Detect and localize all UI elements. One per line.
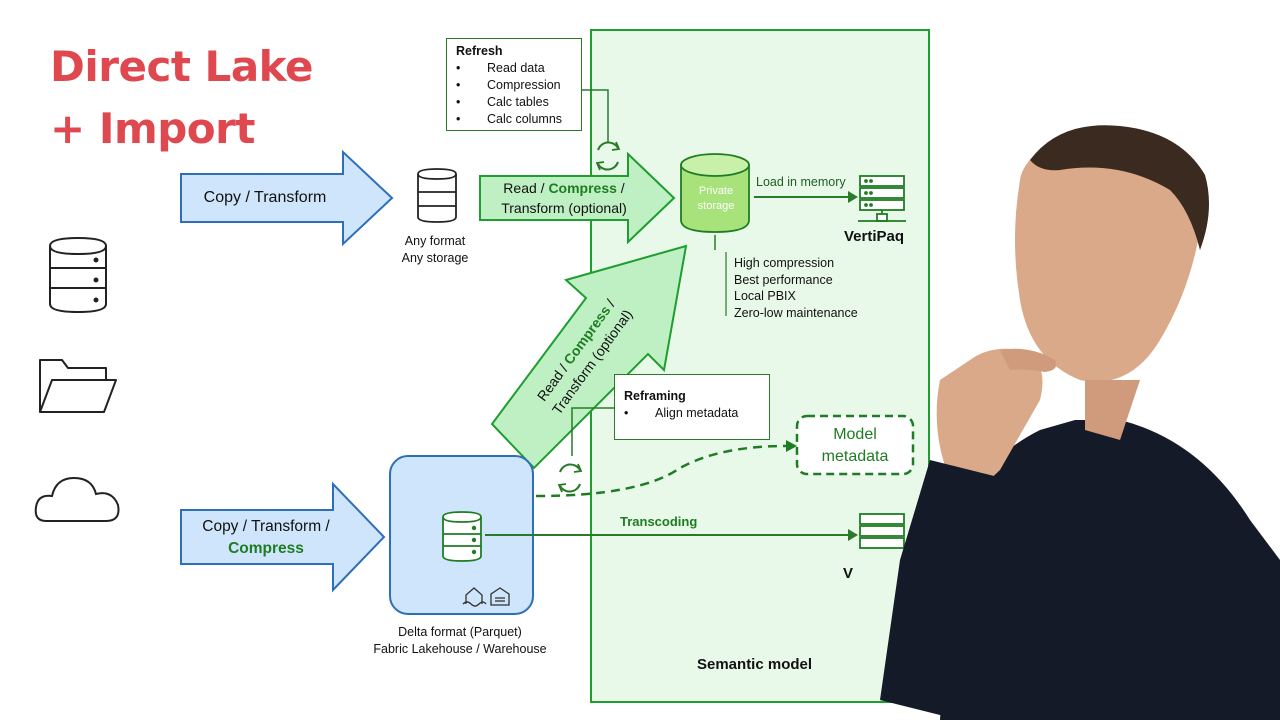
vertipaq-bottom-label: V	[843, 565, 854, 582]
semantic-model-container	[590, 29, 930, 703]
read-word: Read /	[503, 180, 549, 196]
refresh-list: Read data Compression Calc tables Calc c…	[456, 60, 576, 128]
storage-stack-icon	[417, 168, 457, 223]
title-line-2: + Import	[50, 104, 255, 153]
model-metadata-box	[795, 414, 915, 476]
model-metadata-label: Model metadata	[797, 424, 913, 468]
database-icon	[49, 236, 107, 314]
reframing-title: Reframing	[624, 389, 686, 403]
title-line-1: Direct Lake	[50, 42, 313, 91]
vertipaq-label: VertiPaq	[844, 228, 905, 245]
semantic-model-label: Semantic model	[697, 656, 813, 673]
transform-optional-top: Transform (optional)	[501, 200, 627, 216]
benefits-list: High compression Best performance Local …	[734, 255, 858, 321]
copy-transform-label: Copy / Transform	[203, 189, 327, 206]
delta-format-text: Delta format (Parquet)	[398, 625, 522, 639]
vertipaq-server-icon-bottom	[859, 513, 905, 549]
warehouse-icon	[490, 587, 510, 606]
copy-transform-compress-line1: Copy / Transform /	[202, 518, 330, 535]
private-storage-cylinder	[680, 153, 750, 233]
transcoding-label: Transcoding	[620, 514, 698, 529]
folder-icon	[39, 359, 117, 413]
read-compress-top-arrow	[479, 151, 676, 245]
reframing-list: Align metadata	[624, 405, 764, 422]
refresh-item: Read data	[456, 60, 576, 77]
refresh-title: Refresh	[456, 44, 503, 58]
fabric-lakehouse-text: Fabric Lakehouse / Warehouse	[373, 642, 547, 656]
benefit-item: Best performance	[734, 272, 833, 287]
private-text: Private	[698, 185, 734, 197]
refresh-item: Compression	[456, 77, 576, 94]
storage-text: storage	[697, 200, 735, 212]
delta-caption: Delta format (Parquet) Fabric Lakehouse …	[360, 624, 560, 658]
copy-transform-arrow	[180, 149, 394, 247]
lakehouse-icon	[462, 587, 487, 607]
refresh-item: Calc tables	[456, 94, 576, 111]
read-compress-top-label: Read / Compress / Transform (optional)	[484, 178, 644, 218]
model-text: Model	[833, 426, 877, 443]
reframing-box: Reframing Align metadata	[614, 374, 770, 440]
slash-top: /	[616, 180, 625, 196]
delta-database-icon	[442, 511, 482, 562]
reframing-cycle-icon	[557, 463, 583, 493]
read-compress-diagonal-arrow	[490, 244, 688, 470]
private-storage-label: Private storage	[682, 184, 750, 214]
refresh-box: Refresh Read data Compression Calc table…	[446, 38, 582, 131]
benefit-item: Local PBIX	[734, 289, 796, 303]
any-format-text: Any format	[404, 234, 466, 248]
reframing-item: Align metadata	[624, 405, 764, 422]
copy-transform-compress-arrow	[180, 481, 386, 593]
compress-word: Compress	[228, 540, 304, 557]
benefit-item: High compression	[734, 256, 835, 270]
any-storage-text: Any storage	[401, 251, 469, 265]
vertipaq-server-icon	[858, 175, 906, 222]
cloud-icon	[34, 476, 120, 522]
any-storage-caption: Any format Any storage	[385, 233, 485, 267]
refresh-item: Calc columns	[456, 111, 576, 128]
presenter-photo	[880, 125, 1280, 720]
compress-word-top: Compress	[548, 180, 617, 196]
refresh-cycle-icon	[595, 141, 621, 171]
benefit-item: Zero-low maintenance	[734, 305, 858, 320]
load-in-memory-label: Load in memory	[756, 175, 846, 189]
metadata-text: metadata	[821, 448, 889, 465]
copy-transform-compress-label: Copy / Transform / Compress	[186, 516, 346, 560]
